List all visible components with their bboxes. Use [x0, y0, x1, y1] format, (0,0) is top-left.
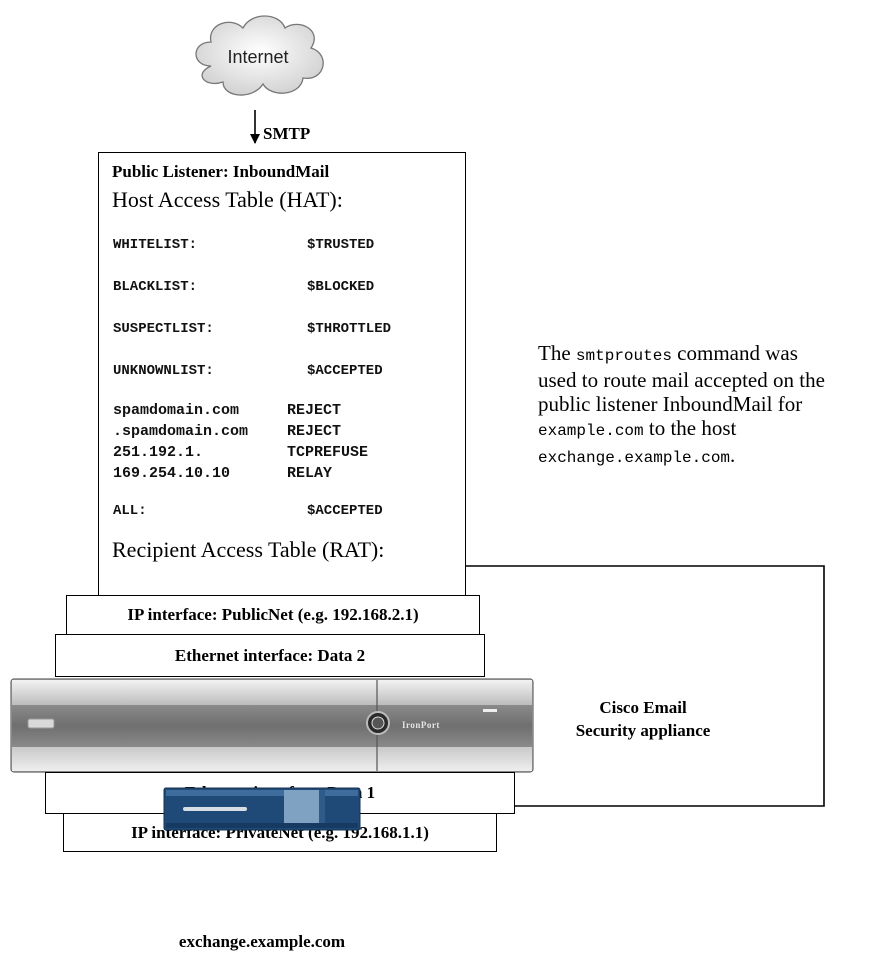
- appliance-icon: IronPort: [10, 678, 534, 773]
- hat-rule-action: REJECT: [287, 402, 342, 419]
- hat-entry-suspectlist: SUSPECTLIST: $THROTTLED: [113, 321, 391, 385]
- hat-entry-value: $THROTTLED: [307, 321, 392, 337]
- ethernet-data2-box: Ethernet interface: Data 2: [55, 634, 485, 677]
- hat-entry-key: BLACKLIST:: [113, 279, 198, 295]
- hat-rule-action: RELAY: [287, 465, 333, 482]
- ip-interface-public-box: IP interface: PublicNet (e.g. 192.168.2.…: [66, 595, 480, 635]
- hat-heading: Host Access Table (HAT):: [112, 187, 343, 212]
- note-command: smtproutes: [575, 347, 672, 365]
- note-line-4: example.com to the host: [538, 416, 874, 443]
- hat-entry-unknownlist: UNKNOWNLIST: $ACCEPTED: [113, 363, 383, 427]
- hat-rule: 169.254.10.10 RELAY: [113, 465, 332, 533]
- listener-title: Public Listener: InboundMail: [112, 162, 330, 181]
- hat-entry-value: $BLOCKED: [307, 279, 375, 295]
- note-text: The: [538, 341, 576, 365]
- hat-rule: spamdomain.com REJECT: [113, 402, 341, 470]
- hat-entry-value: $ACCEPTED: [307, 503, 383, 519]
- hat-entry-all: ALL: $ACCEPTED: [113, 503, 383, 567]
- appliance-caption-line2: Security appliance: [575, 721, 711, 740]
- hat-rule-host: spamdomain.com: [113, 402, 240, 419]
- ip-interface-public-label: IP interface: PublicNet (e.g. 192.168.2.…: [127, 605, 419, 624]
- hat-entry-key: WHITELIST:: [113, 237, 198, 253]
- hat-entry-value: $ACCEPTED: [307, 363, 383, 379]
- note-line-3: public listener InboundMail for: [538, 392, 803, 416]
- hat-entry-whitelist: WHITELIST: $TRUSTED: [113, 237, 374, 301]
- cloud-icon: [195, 15, 324, 96]
- route-line: [387, 565, 825, 811]
- cloud-label: Internet: [227, 47, 289, 67]
- appliance-caption: Cisco Email Security appliance: [548, 696, 738, 742]
- internet-cloud: Internet: [183, 8, 333, 103]
- hat-entry-key: UNKNOWNLIST:: [113, 363, 214, 379]
- smtproutes-note: The smtproutes command was used to route…: [538, 341, 874, 470]
- note-line-5: exchange.example.com.: [538, 443, 874, 470]
- ethernet-data2-label: Ethernet interface: Data 2: [174, 645, 366, 665]
- server-label: exchange.example.com: [178, 932, 346, 951]
- smtp-label: SMTP: [263, 124, 311, 143]
- hat-rule-host: 169.254.10.10: [113, 465, 231, 482]
- hat-entry-blacklist: BLACKLIST: $BLOCKED: [113, 279, 374, 343]
- hat-rule: .spamdomain.com REJECT: [113, 423, 341, 491]
- note-host: exchange.example.com: [538, 449, 731, 467]
- appliance-chassis: IronPort: [10, 678, 534, 773]
- hat-rule: 251.192.1. TCPREFUSE: [113, 444, 368, 512]
- note-domain: example.com: [538, 422, 644, 440]
- hat-rule-action: TCPREFUSE: [287, 444, 369, 461]
- note-line-2: used to route mail accepted on the: [538, 368, 825, 392]
- appliance-brand: IronPort: [402, 720, 440, 730]
- public-listener-box: Public Listener: InboundMail Host Access…: [98, 152, 466, 596]
- note-text: .: [730, 443, 736, 467]
- note-text: to the host: [643, 416, 737, 440]
- server-icon: [163, 787, 361, 831]
- appliance-caption-line1: Cisco Email: [599, 698, 687, 717]
- hat-rule-host: 251.192.1.: [113, 444, 204, 461]
- note-line-1: The smtproutes command was: [538, 341, 874, 368]
- hat-entry-value: $TRUSTED: [307, 237, 375, 253]
- note-text: command was: [671, 341, 798, 365]
- hat-rule-action: REJECT: [287, 423, 342, 440]
- rat-heading: Recipient Access Table (RAT):: [112, 537, 385, 562]
- hat-rule-host: .spamdomain.com: [113, 423, 249, 440]
- hat-entry-key: SUSPECTLIST:: [113, 321, 214, 337]
- hat-entry-key: ALL:: [113, 503, 147, 519]
